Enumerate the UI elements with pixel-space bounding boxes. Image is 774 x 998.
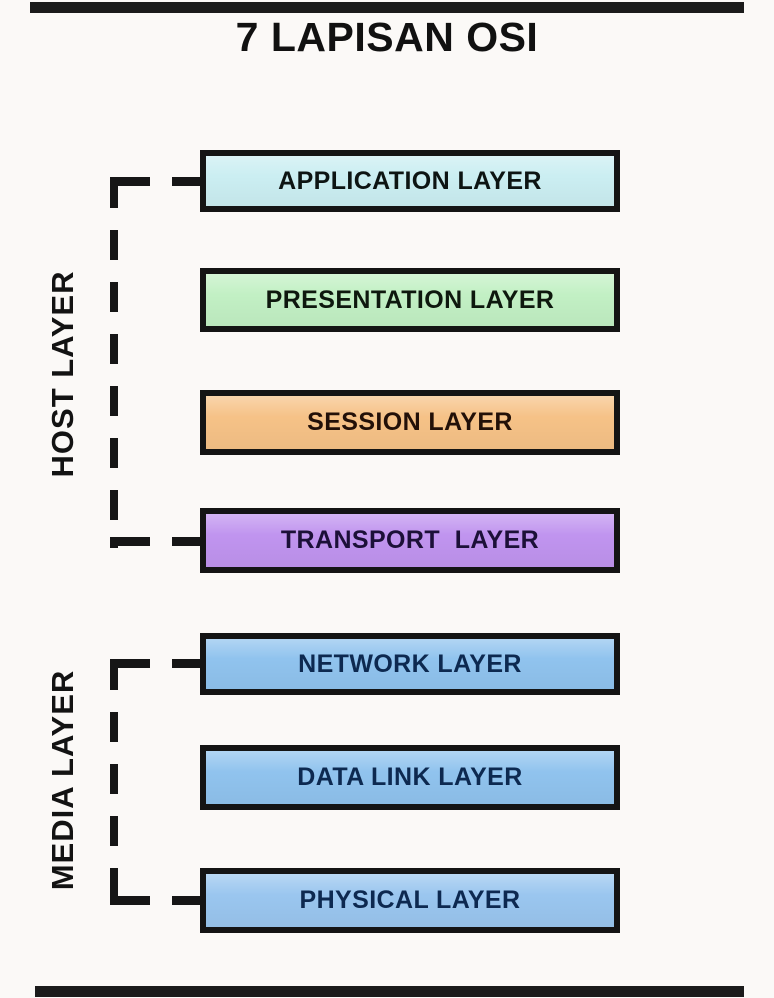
layer-box-physical: PHYSICAL LAYER [200,868,620,933]
layer-label-physical: PHYSICAL LAYER [299,886,521,914]
media-layer-group-label: MEDIA LAYER [45,669,80,891]
host-layer-group-label: HOST LAYER [45,270,80,478]
layer-label-data-link: DATA LINK LAYER [297,763,523,791]
layer-label-network: NETWORK LAYER [298,649,522,678]
media-bracket-top-connector [110,659,200,668]
layer-box-data-link: DATA LINK LAYER [200,745,620,810]
layer-box-session: SESSION LAYER [200,390,620,455]
diagram-title: 7 LAPISAN OSI [235,14,539,60]
media-bracket-bottom-connector [110,896,200,905]
layer-box-application: APPLICATION LAYER [200,150,620,212]
layer-label-transport: TRANSPORT LAYER [280,526,540,554]
media-bracket-vertical-dashed-line [110,660,118,906]
host-bracket-top-connector [110,177,200,186]
host-bracket-vertical-dashed-line [110,178,118,548]
bottom-border-bar [35,986,744,997]
layer-label-presentation: PRESENTATION LAYER [265,285,555,314]
top-border-bar [30,2,744,13]
layer-label-session: SESSION LAYER [307,408,513,436]
layer-box-presentation: PRESENTATION LAYER [200,268,620,332]
layer-box-transport: TRANSPORT LAYER [200,508,620,573]
layer-label-application: APPLICATION LAYER [278,166,542,195]
host-bracket-bottom-connector [110,537,200,546]
layer-box-network: NETWORK LAYER [200,633,620,695]
